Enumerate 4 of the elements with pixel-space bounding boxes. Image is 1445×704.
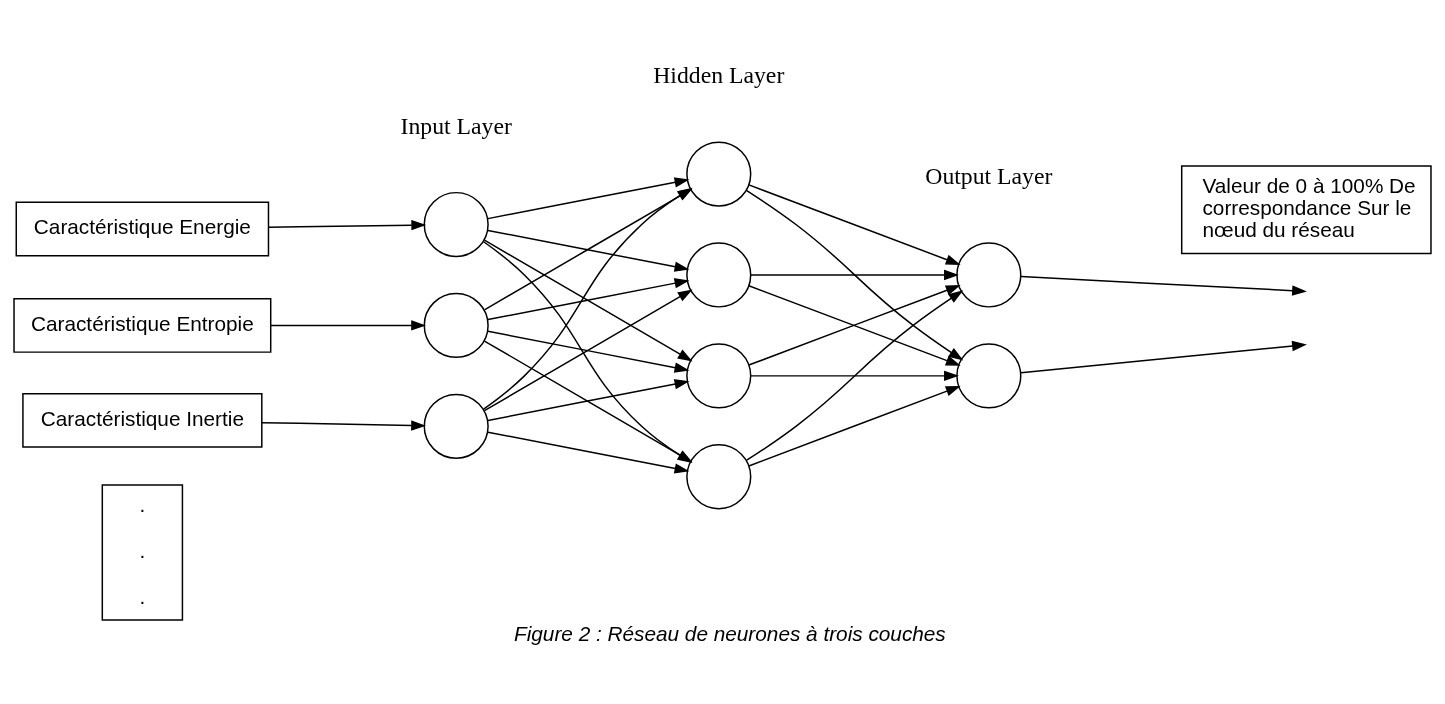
label: Hidden Layer — [653, 61, 785, 88]
label: Input Layer — [400, 112, 512, 139]
caption: Figure 2 : Réseau de neurones à trois couches — [514, 621, 946, 645]
label: Output Layer — [925, 162, 1053, 189]
